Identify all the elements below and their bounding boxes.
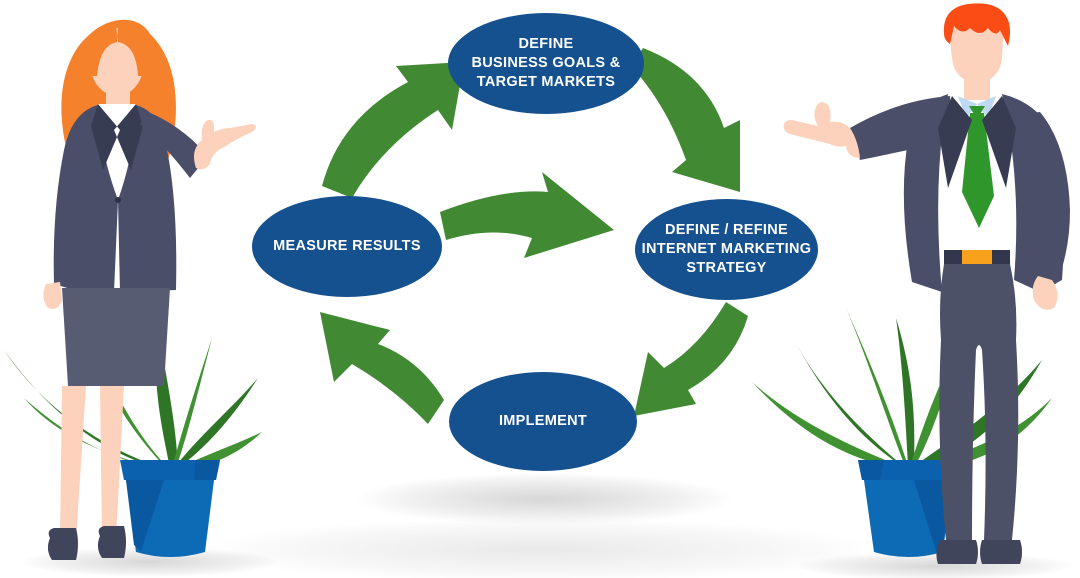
businesswoman-illustration: [43, 19, 256, 560]
left-pot: [120, 460, 220, 557]
node-label-line: TARGET MARKETS: [476, 74, 616, 91]
woman-front-hair: [87, 26, 147, 76]
man-tie: [962, 106, 994, 228]
man-right-hand: [1032, 276, 1058, 310]
woman-shoes: [47, 526, 126, 560]
node-label-line: DEFINE: [518, 35, 574, 52]
right-pot: [858, 460, 958, 557]
businessman-illustration: [783, 3, 1070, 564]
node-label-line: IMPLEMENT: [498, 412, 588, 429]
man-jacket: [850, 94, 1070, 292]
floor-shadows: [20, 473, 1075, 578]
cycle-arrows: [320, 48, 748, 424]
node-define-business-goals: DEFINE BUSINESS GOALS & TARGET MARKETS: [448, 13, 644, 114]
man-pants: [939, 264, 1019, 540]
woman-jacket-button: [115, 197, 121, 203]
man-arm-sleeve: [850, 96, 952, 160]
woman-legs: [60, 386, 124, 540]
woman-arm-sleeve: [140, 112, 208, 178]
man-collar: [958, 96, 996, 118]
node-label-line: DEFINE / REFINE: [665, 221, 788, 238]
node-label-line: INTERNET MARKETING: [641, 240, 812, 257]
man-lapels: [938, 96, 1016, 188]
woman-skirt: [62, 288, 170, 386]
man-hand: [783, 102, 860, 158]
arrow-implement-to-measure: [320, 312, 444, 424]
node-label-line: BUSINESS GOALS &: [471, 54, 621, 71]
node-label-line: STRATEGY: [686, 260, 767, 277]
arrow-measure-to-strategy: [440, 172, 614, 258]
node-measure-results: MEASURE RESULTS: [252, 196, 442, 297]
man-belt: [944, 250, 1010, 266]
left-plant: [4, 330, 262, 557]
man-shoes: [936, 540, 1022, 564]
man-hair: [943, 3, 1010, 47]
woman-left-hand: [43, 282, 62, 309]
woman-jacket: [53, 104, 208, 292]
node-implement: IMPLEMENT: [449, 372, 637, 471]
node-label-line: MEASURE RESULTS: [273, 237, 421, 254]
arrow-define-goals-to-strategy: [631, 48, 740, 192]
man-right-arm-sleeve: [1024, 112, 1070, 284]
arrow-strategy-to-implement: [634, 302, 748, 416]
woman-lapels: [91, 104, 143, 170]
node-define-refine-strategy: DEFINE / REFINE INTERNET MARKETING STRAT…: [635, 199, 818, 300]
arrow-measure-to-define-goals: [322, 62, 464, 198]
woman-hand: [194, 119, 256, 170]
man-neck: [964, 74, 990, 108]
